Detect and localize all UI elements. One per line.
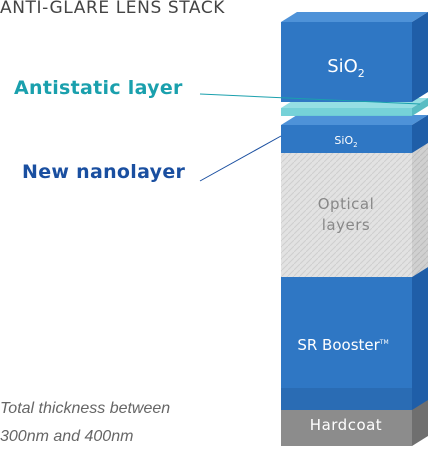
sr-booster-layer [281,267,428,410]
optical-label-line1: Optical [318,195,374,213]
thickness-note-line2: 300nm and 400nm [0,428,134,445]
hardcoat-label: Hardcoat [310,416,382,434]
sio2-nanolayer-label: SiO2 [334,134,357,149]
optical-label-line2: layers [322,216,370,234]
antistatic-leader-line [199,93,421,105]
sio2-nanolayer [281,115,428,153]
sio2-top-layer [281,12,428,102]
diagram-heading: ANTI-GLARE LENS STACK [0,0,248,16]
thickness-note-line1: Total thickness between [0,400,171,417]
antistatic-layer-label: Antistatic layer [14,77,183,99]
nanolayer-leader-line [199,135,282,182]
sio2-top-label: SiO2 [327,56,365,80]
sr-booster-label: SR BoosterTM [297,336,388,354]
heading-text: ANTI-GLARE LENS STACK [0,0,226,16]
new-nanolayer-label: New nanolayer [22,161,186,183]
